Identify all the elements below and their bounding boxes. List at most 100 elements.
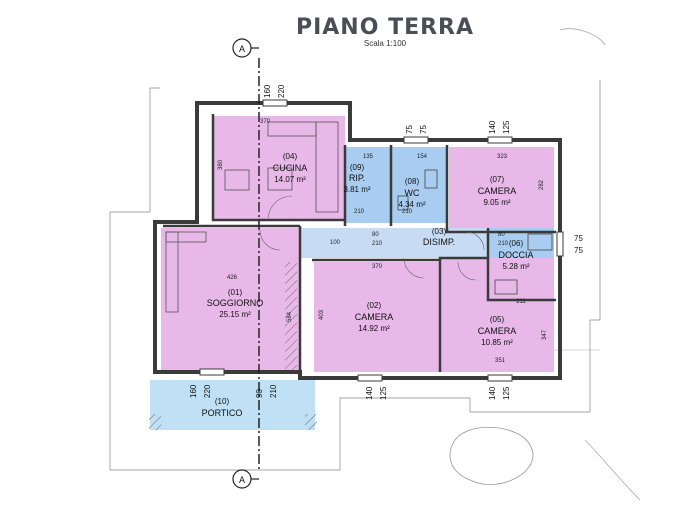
- dimension: 75: [574, 234, 583, 243]
- room-name: RIP.: [349, 173, 365, 183]
- window: [357, 374, 383, 382]
- room-name: CAMERA: [355, 312, 394, 322]
- washbasin: [494, 279, 518, 295]
- site-boundary: [109, 80, 601, 471]
- room-id: (08): [405, 177, 420, 186]
- scale-label: Scala 1:100: [364, 39, 407, 48]
- room-name: PORTICO: [202, 408, 243, 418]
- room-area: 3.81 m²: [343, 185, 370, 194]
- section-marker-top: [232, 38, 252, 58]
- room-area: 9.05 m²: [483, 198, 510, 207]
- dimension: 426: [227, 275, 238, 281]
- sink: [397, 195, 409, 211]
- column-hatch: [305, 414, 317, 430]
- dimension: 75: [574, 246, 583, 255]
- dimension: 154: [417, 154, 428, 160]
- room-area: 14.07 m²: [274, 175, 306, 184]
- dimension: 347: [542, 329, 548, 340]
- room-id: (05): [490, 315, 505, 324]
- room-labels: (04) CUCINA 14.07 m² (09) RIP. 3.81 m² (…: [202, 152, 534, 418]
- landscape-shape: [449, 426, 534, 485]
- windows: [199, 99, 564, 382]
- dimension: 140: [488, 120, 497, 134]
- sofa: [165, 231, 207, 243]
- dimension: 210: [402, 209, 413, 215]
- dimension: 160: [263, 84, 272, 98]
- landscape-shape: [559, 28, 606, 46]
- section-marker-bottom: [232, 469, 252, 489]
- dimension: 220: [203, 384, 212, 398]
- room-area: 25.15 m²: [219, 310, 251, 319]
- room-rip: [345, 147, 391, 223]
- dimension: 210: [498, 241, 509, 247]
- dimension: 80: [372, 232, 379, 238]
- dimension: 210: [372, 241, 383, 247]
- dimension: 380: [218, 159, 224, 170]
- dimension: 140: [488, 386, 497, 400]
- room-name: CAMERA: [478, 326, 517, 336]
- dimension: 75: [405, 125, 414, 134]
- room-camera-02: [314, 262, 439, 372]
- door-swing: [465, 231, 485, 251]
- room-name: WC: [405, 188, 420, 198]
- dimension: 220: [277, 84, 286, 98]
- dining-table: [224, 169, 250, 191]
- dimension: 323: [497, 154, 508, 160]
- dimension: 75: [419, 125, 428, 134]
- landscape-shape: [584, 439, 641, 501]
- room-camera-07: [449, 147, 554, 231]
- room-soggiorno: [161, 228, 300, 370]
- interior-wall: [486, 228, 556, 302]
- dimension: 282: [539, 179, 545, 190]
- room-area: 4.34 m²: [398, 200, 425, 209]
- room-portico: [150, 380, 315, 430]
- page-title: PIANO TERRA: [296, 15, 474, 40]
- dimension: 351: [495, 358, 506, 364]
- room-name: CAMERA: [478, 186, 517, 196]
- dimension: 90: [255, 389, 264, 398]
- outer-wall: [153, 101, 562, 380]
- dimension-labels: 160 220 75 75 140 125 75 75 160 220 90 2…: [189, 84, 583, 400]
- dimension: 211: [516, 299, 526, 305]
- dimension: 125: [502, 386, 511, 400]
- dimension: 125: [502, 120, 511, 134]
- section-marker-label: A: [239, 44, 245, 54]
- door-swing: [457, 261, 477, 281]
- dimension: 140: [365, 386, 374, 400]
- room-name: DISIMP.: [423, 237, 455, 247]
- window: [556, 231, 564, 257]
- section-marker-label: A: [239, 475, 245, 485]
- dimension: 160: [189, 384, 198, 398]
- toilet: [424, 169, 438, 189]
- window: [487, 136, 513, 144]
- room-area: 5.28 m²: [502, 262, 529, 271]
- room-camera-05: [440, 258, 554, 372]
- dimension: 584: [287, 311, 293, 322]
- interior-wall: [438, 256, 488, 260]
- dimension: 370: [260, 119, 271, 125]
- window: [403, 136, 429, 144]
- room-id: (02): [367, 301, 382, 310]
- room-id: (07): [490, 175, 505, 184]
- shower-tray: [527, 233, 553, 251]
- kitchen-counter: [315, 121, 339, 213]
- room-name: DOCCIA: [498, 250, 533, 260]
- room-area: 14.92 m²: [358, 324, 390, 333]
- interior-wall: [211, 114, 345, 222]
- dimension: 370: [372, 264, 383, 270]
- room-id: (01): [228, 288, 243, 297]
- door-swing: [259, 229, 281, 251]
- dimension: 403: [319, 309, 325, 320]
- room-id: (03): [432, 227, 447, 236]
- window: [262, 99, 288, 107]
- room-id: (10): [215, 397, 230, 406]
- dining-table: [267, 167, 293, 191]
- door-swing: [403, 257, 425, 279]
- room-name: CUCINA: [273, 163, 308, 173]
- window: [199, 368, 225, 376]
- room-id: (09): [350, 163, 365, 172]
- dimension: 100: [330, 240, 341, 246]
- dimension: 125: [379, 386, 388, 400]
- door-swing: [267, 195, 293, 221]
